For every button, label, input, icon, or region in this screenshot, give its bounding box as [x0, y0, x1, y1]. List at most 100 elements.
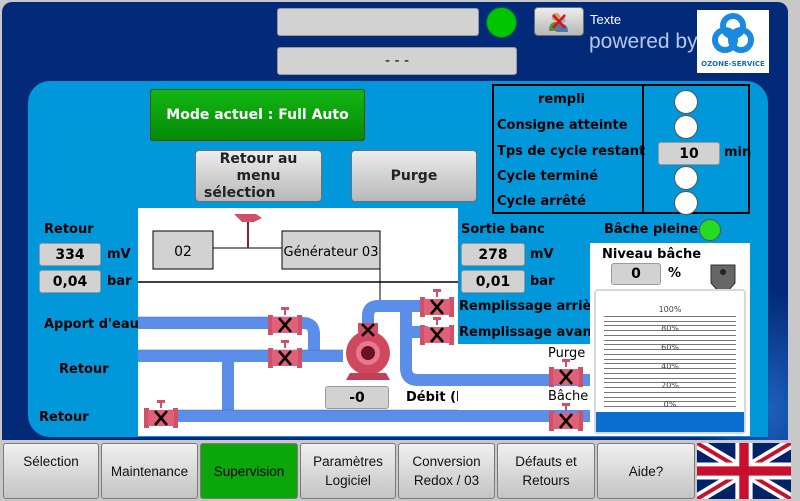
logo-icon	[712, 13, 754, 53]
tank-scale-line	[604, 386, 736, 388]
nav-supervision[interactable]: Supervision	[200, 443, 298, 499]
return-menu-line2: sélection	[204, 184, 276, 201]
tank-scale-line	[604, 373, 736, 374]
cycle-time-value: 10	[658, 142, 720, 165]
tank-scale-label: 0%	[663, 400, 677, 409]
texte-label: Texte	[590, 12, 622, 27]
debit-value: -0	[325, 386, 389, 409]
tank-scale-line	[604, 377, 736, 379]
message-field: - - -	[277, 47, 517, 75]
nav-maintenance[interactable]: Maintenance	[101, 443, 198, 499]
valve-icon	[268, 340, 302, 368]
tank-scale-label: 60%	[661, 343, 679, 352]
nav-d-fauts-et[interactable]: Défauts et Retours	[497, 443, 595, 499]
nav-label: Sélection	[23, 454, 79, 469]
valve-purge[interactable]	[549, 358, 583, 392]
valve-icon	[144, 400, 178, 428]
return-menu-line1: Retour au menu	[219, 150, 298, 184]
status-lamp	[486, 7, 517, 38]
user-logout-icon	[549, 12, 568, 32]
tank-scale-label: 100%	[658, 305, 682, 314]
tank-gauge: 100%80%60%40%20%0%	[594, 289, 746, 434]
tank-scale-line	[604, 367, 736, 369]
lamp-cycle-arrete	[674, 191, 698, 215]
logo-text: OZONE-SERVICE	[701, 60, 765, 68]
status-label-cycle-stopped: Cycle arrêté	[497, 194, 586, 209]
bache-label: Bâche	[548, 389, 589, 404]
tank-scale-line	[604, 335, 736, 336]
lamp-cycle-termine	[674, 166, 698, 190]
bache-pleine-label: Bâche pleine	[604, 222, 699, 237]
tank-scale-line	[604, 401, 736, 402]
mode-button[interactable]: Mode actuel : Full Auto	[150, 89, 365, 141]
retour-mv-value: 334	[39, 243, 101, 266]
nav-label: Maintenance	[110, 463, 189, 479]
tank-scale-line	[604, 396, 736, 398]
purge-label: Purge	[548, 346, 586, 361]
valve-icon	[420, 289, 454, 317]
status-label-cycle-time: Tps de cycle restant	[497, 144, 646, 159]
niveau-bache-unit: %	[668, 266, 682, 281]
tank-scale-line	[604, 320, 736, 322]
tank-scale-label: 20%	[661, 381, 679, 390]
pump-icon	[346, 323, 390, 380]
lamp-rempli	[674, 90, 698, 114]
ozone-service-logo: OZONE-SERVICE	[697, 10, 769, 73]
cycle-time-unit: min	[724, 145, 752, 160]
valve-retour[interactable]	[268, 339, 302, 373]
nav-label-line2: Retours	[522, 473, 570, 488]
top-status-field	[277, 8, 479, 36]
tank-scale-line	[604, 344, 736, 345]
valve-apport[interactable]	[268, 306, 302, 340]
tank-scale-line	[604, 339, 736, 341]
valve-remplissage-avant[interactable]	[420, 316, 454, 350]
powered-by-label: powered by	[589, 30, 698, 53]
sortie-mv-unit: mV	[530, 247, 554, 262]
nav-aide[interactable]: Aide?	[597, 443, 695, 499]
valve-icon	[549, 359, 583, 387]
language-button[interactable]	[694, 438, 794, 501]
sensor-icon	[234, 214, 262, 222]
process-diagram-svg	[138, 214, 458, 422]
sortie-bar-value: 0,01	[461, 270, 525, 293]
valve-retour-bas[interactable]	[144, 399, 178, 433]
remplissage-arriere-label: Remplissage arrière	[459, 299, 607, 314]
status-label-consigne: Consigne atteinte	[497, 118, 628, 133]
tank-scale-line	[604, 348, 736, 350]
nav-label-line2: Redox / 03	[413, 473, 480, 488]
nav-label: Paramètres	[313, 454, 383, 469]
niveau-bache-value: 0	[611, 263, 661, 285]
valve-remplissage-arriere[interactable]	[420, 288, 454, 322]
retour-title: Retour	[44, 222, 94, 237]
sortie-bar-unit: bar	[530, 274, 555, 289]
tank-scale-line	[604, 405, 736, 407]
valve-icon	[420, 317, 454, 345]
purge-button[interactable]: Purge	[351, 150, 477, 202]
tank-panel: Niveau bâche 0 % 100%80%60%40%20%0%	[590, 243, 750, 436]
niveau-bache-label: Niveau bâche	[602, 247, 702, 262]
o2-label: 02	[174, 244, 192, 260]
tank-scale-line	[604, 392, 736, 393]
tank-scale-line	[604, 316, 736, 317]
nav-label: Aide?	[628, 463, 664, 479]
user-logout-button[interactable]	[534, 7, 584, 36]
nav-s-lection[interactable]: Sélection	[3, 443, 99, 499]
tank-scale-line	[604, 329, 736, 331]
status-label-cycle-done: Cycle terminé	[497, 169, 599, 184]
retour-bar-unit: bar	[107, 274, 132, 289]
tank-scale-line	[604, 358, 736, 360]
nav-label: Défauts et	[515, 454, 577, 469]
tank-scale-line	[604, 363, 736, 364]
retour-label-2: Retour	[39, 410, 89, 425]
pipes	[138, 300, 458, 422]
lamp-consigne-atteinte	[674, 115, 698, 139]
tank-scale-label: 40%	[661, 362, 679, 371]
uk-flag-icon	[694, 438, 794, 501]
remplissage-avant-label: Remplissage avant	[459, 325, 598, 340]
return-menu-button[interactable]: Retour au menu sélection	[195, 150, 322, 202]
valve-bache[interactable]	[549, 402, 583, 436]
